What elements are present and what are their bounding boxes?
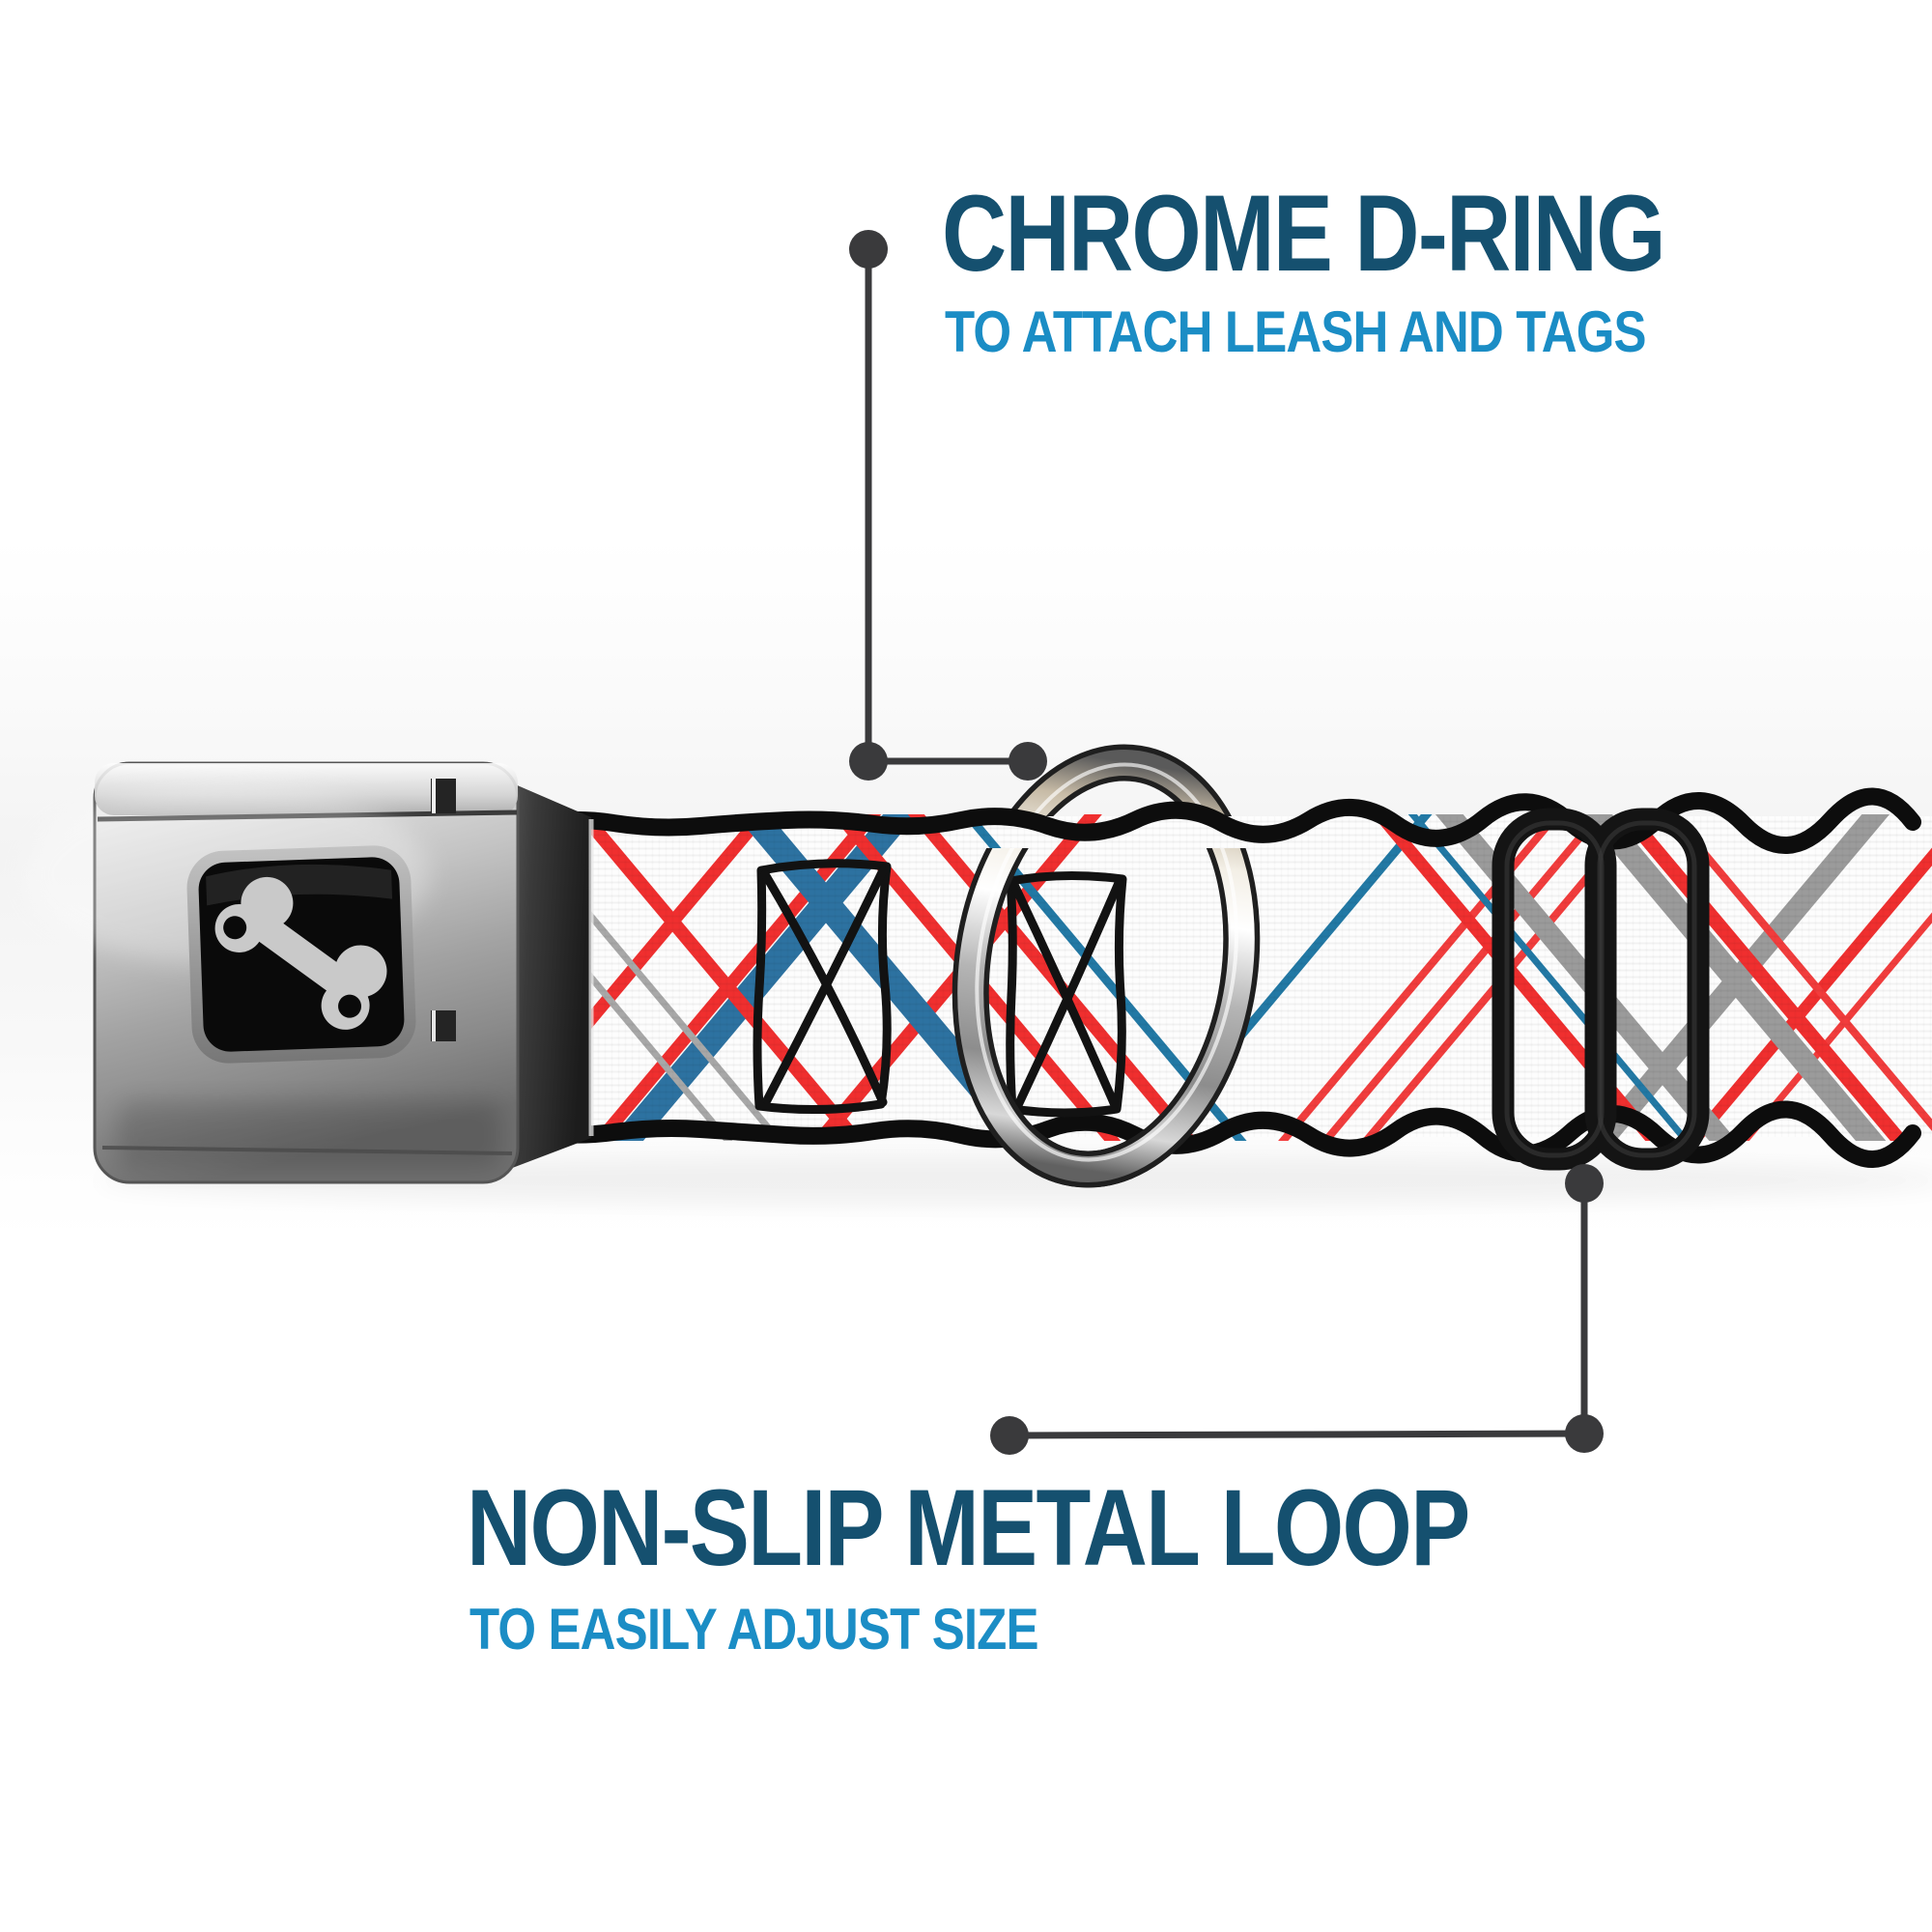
bottom-callout: NON-SLIP METAL LOOP TO EASILY ADJUST SIZ… (467, 1467, 1674, 1659)
leader-top (849, 230, 1047, 781)
top-callout: CHROME D-RING TO ATTACH LEASH AND TAGS (942, 173, 1812, 361)
bottom-callout-subtitle: TO EASILY ADJUST SIZE (469, 1597, 1039, 1662)
top-callout-title: CHROME D-RING (942, 173, 1666, 294)
strap-bottom-stitch (518, 1100, 1921, 1168)
leader-bottom (990, 1164, 1604, 1455)
collar-shadow (97, 1155, 1932, 1206)
stitch-box-right (1006, 870, 1127, 1118)
buckle-logo-window (186, 845, 416, 1064)
strap-top-stitch (518, 787, 1921, 854)
adjuster-loop (1492, 808, 1710, 1171)
d-ring-front (952, 848, 1261, 1188)
stitch-box-left (753, 859, 892, 1115)
seatbelt-buckle (24, 761, 520, 1184)
top-callout-subtitle: TO ATTACH LEASH AND TAGS (945, 299, 1647, 364)
dog-bone-icon (214, 876, 387, 1030)
bottom-callout-title: NON-SLIP METAL LOOP (467, 1467, 1470, 1588)
